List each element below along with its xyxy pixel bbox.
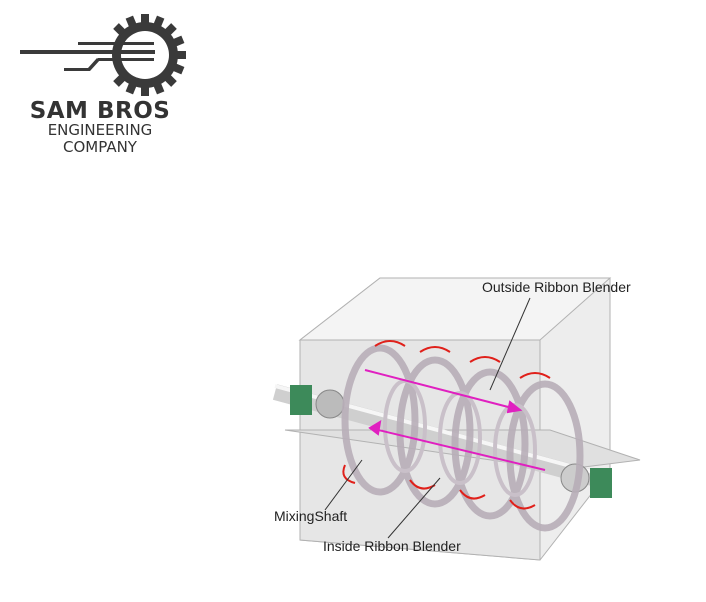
flow-arrows-magenta (364, 369, 546, 471)
label-mixing-shaft: MixingShaft (274, 508, 348, 524)
logo-subtitle-company: COMPANY (63, 138, 137, 156)
leader-outside (489, 297, 531, 391)
label-outside-ribbon: Outside Ribbon Blender (482, 279, 631, 295)
leader-inside (387, 477, 441, 539)
gear-logo-icon (20, 14, 186, 96)
logo-title: SAM BROS (29, 98, 171, 124)
outer-ribbon (341, 344, 584, 532)
right-bearing (590, 468, 612, 498)
left-bearing (290, 385, 312, 415)
logo-subtitle-engineering: ENGINEERING (47, 121, 153, 139)
label-inside-ribbon: Inside Ribbon Blender (323, 538, 461, 554)
leader-shaft (324, 459, 363, 511)
company-logo: SAM BROS ENGINEERING COMPANY (0, 0, 200, 170)
